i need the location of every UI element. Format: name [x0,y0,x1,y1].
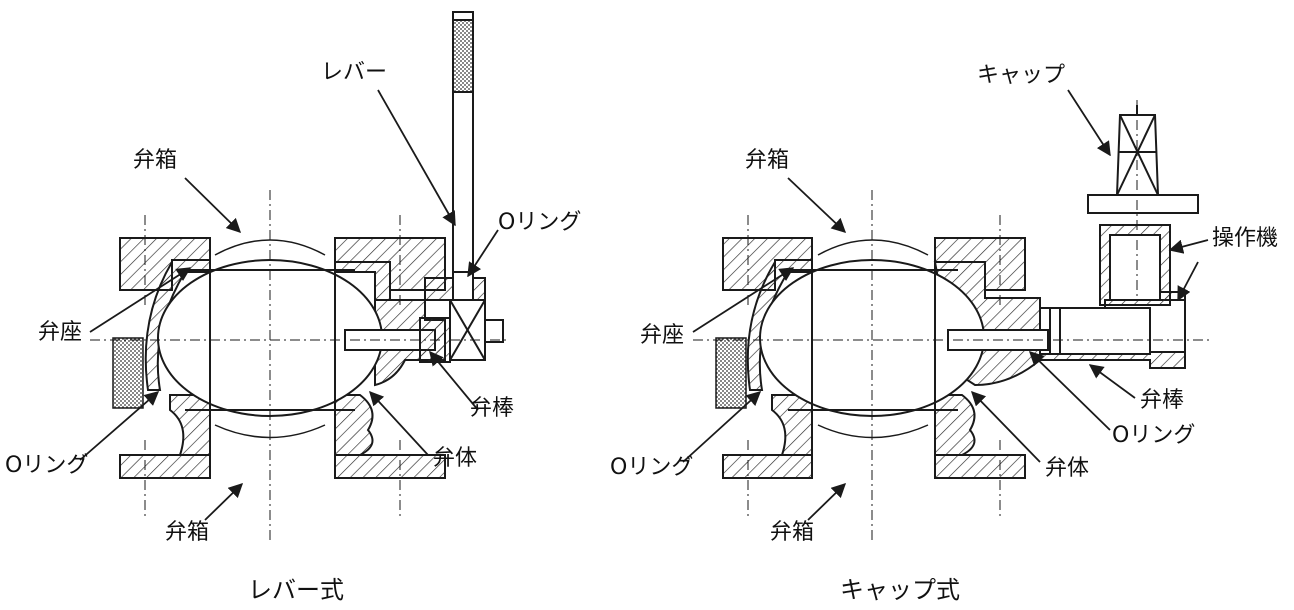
label-o-ring-top: Oリング [498,210,582,235]
caption-lever-type: レバー式 [248,576,344,604]
label-o-ring-bottom: Oリング [5,453,89,478]
caption-cap-type: キャップ式 [840,576,960,604]
label-valve-body-top: 弁箱 [133,148,178,173]
cap-valve-leaders [682,89,1209,521]
label-valve-body-top-r: 弁箱 [745,148,790,173]
label-o-ring-left: Oリング [610,455,694,480]
label-valve-seat-r: 弁座 [640,323,685,348]
label-valve-stem-r: 弁棒 [1140,388,1185,413]
label-operator: 操作機 [1212,226,1279,251]
lever-valve-leaders [79,89,499,521]
label-valve-body-bottom: 弁箱 [165,520,210,545]
label-o-ring-right: Oリング [1112,423,1196,448]
label-valve-disc-r: 弁体 [1045,456,1090,481]
cap-valve-drawing [693,100,1210,540]
label-valve-body-bottom-r: 弁箱 [770,520,815,545]
label-valve-disc: 弁体 [433,446,478,471]
label-lever: レバー [321,60,388,85]
label-valve-stem: 弁棒 [470,396,515,421]
label-valve-seat: 弁座 [38,320,83,345]
label-cap: キャップ [977,63,1066,88]
lever-valve-drawing [90,11,510,540]
